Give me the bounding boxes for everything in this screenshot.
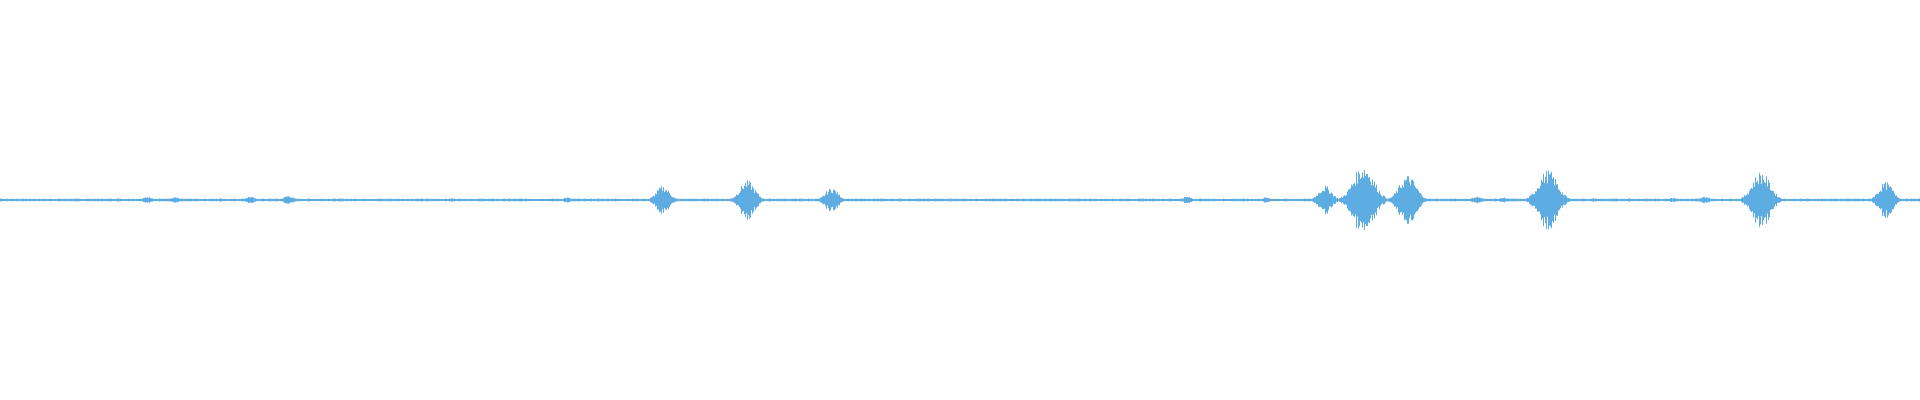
waveform-samples — [0, 169, 1920, 231]
waveform-layer — [0, 169, 1920, 231]
